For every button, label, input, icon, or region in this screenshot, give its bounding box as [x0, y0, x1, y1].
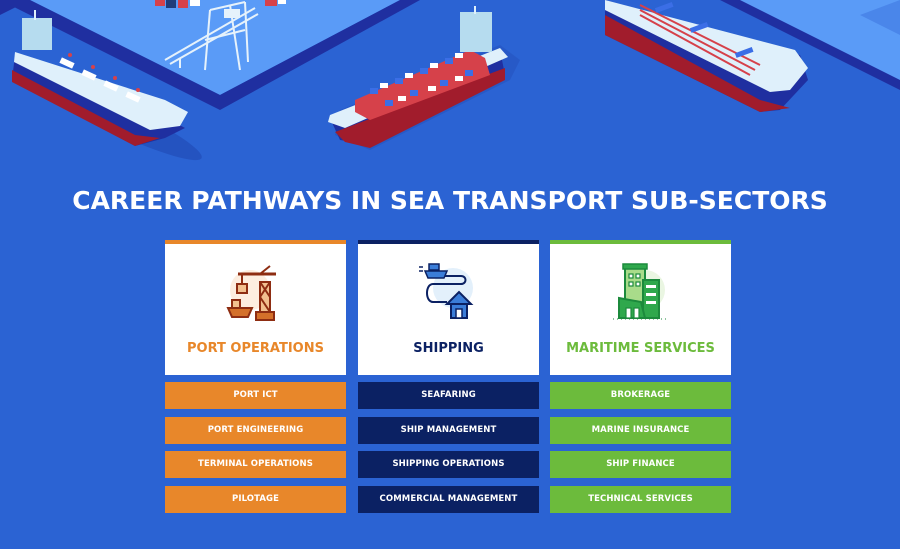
sector-title: PORT OPERATIONS	[187, 341, 324, 356]
sector-card-shipping: SHIPPING SEAFARING SHIP MANAGEMENT SHIPP…	[358, 240, 539, 521]
quay-left	[0, 0, 420, 110]
gantry-crane	[164, 1, 259, 71]
sector-title: MARITIME SERVICES	[566, 341, 715, 356]
port-illustration	[0, 0, 900, 170]
port-crane-icon	[225, 265, 276, 321]
pathway-port-engineering[interactable]: PORT ENGINEERING	[165, 416, 346, 444]
pathway-ship-management[interactable]: SHIP MANAGEMENT	[358, 416, 539, 444]
pathway-terminal-operations[interactable]: TERMINAL OPERATIONS	[165, 451, 346, 479]
pathway-technical-services[interactable]: TECHNICAL SERVICES	[550, 486, 731, 514]
sector-header: SHIPPING	[358, 240, 539, 375]
sector-header: PORT OPERATIONS	[165, 240, 346, 375]
pathway-marine-insurance[interactable]: MARINE INSURANCE	[550, 416, 731, 444]
office-building-icon	[612, 263, 667, 320]
ship-route-house-icon	[418, 263, 473, 319]
container-ship	[328, 6, 520, 150]
pathway-seafaring[interactable]: SEAFARING	[358, 382, 539, 409]
quay-right	[720, 0, 900, 90]
tanker-ship	[605, 0, 808, 112]
pathway-shipping-operations[interactable]: SHIPPING OPERATIONS	[358, 451, 539, 479]
quay-containers	[155, 0, 286, 8]
bulk-carrier-ship	[12, 10, 202, 161]
page-title: CAREER PATHWAYS IN SEA TRANSPORT SUB-SEC…	[72, 186, 828, 215]
pathway-commercial-management[interactable]: COMMERCIAL MANAGEMENT	[358, 486, 539, 514]
sector-header: MARITIME SERVICES	[550, 240, 731, 375]
sector-card-maritime-services: MARITIME SERVICES BROKERAGE MARINE INSUR…	[550, 240, 731, 521]
pathway-brokerage[interactable]: BROKERAGE	[550, 382, 731, 409]
sector-card-port-operations: PORT OPERATIONS PORT ICT PORT ENGINEERIN…	[165, 240, 346, 521]
pathway-port-ict[interactable]: PORT ICT	[165, 382, 346, 409]
container-stack	[355, 50, 490, 120]
pathway-ship-finance[interactable]: SHIP FINANCE	[550, 451, 731, 479]
pathway-pilotage[interactable]: PILOTAGE	[165, 486, 346, 514]
sector-title: SHIPPING	[413, 341, 484, 356]
